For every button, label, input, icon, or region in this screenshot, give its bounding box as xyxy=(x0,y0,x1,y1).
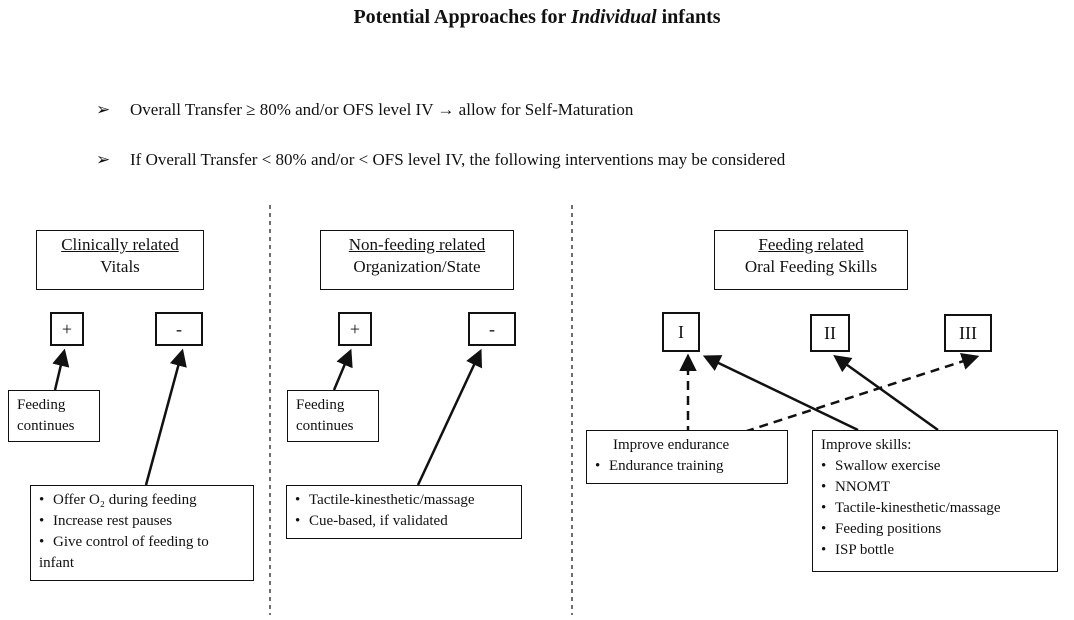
column-subheading: Organization/State xyxy=(353,257,481,276)
column-heading: Clinically related xyxy=(61,235,179,254)
list-item: Increase rest pauses xyxy=(39,511,247,532)
arrow-interventions-to-minus xyxy=(144,348,187,486)
arrow-bullet-icon: ➢ xyxy=(96,150,111,169)
arrow-feeding-continues-to-plus xyxy=(332,348,353,391)
column-heading: Non-feeding related xyxy=(348,235,486,254)
feeding-continues-box: Feeding continues xyxy=(287,390,379,442)
level-II-box: II xyxy=(810,314,850,352)
criterion-text: Overall Transfer ≥ 80% and/or OFS level … xyxy=(130,100,634,119)
arrow-interventions-to-minus xyxy=(416,348,483,486)
arrow-skills-to-level-II xyxy=(833,354,939,432)
note-line: continues xyxy=(296,418,354,434)
arrow-feeding-continues-to-plus xyxy=(52,348,70,391)
list-item: Give control of feeding to xyxy=(39,532,247,553)
minus-outcome-box: - xyxy=(468,312,516,346)
list-item: Feeding positions xyxy=(821,519,1051,540)
non-feeding-interventions-box: Tactile-kinesthetic/massage Cue-based, i… xyxy=(286,485,522,539)
level-III-box: III xyxy=(944,314,992,352)
arrow-skills-to-level-I xyxy=(702,355,859,432)
clinical-interventions-box: Offer O₂ during feeding Increase rest pa… xyxy=(30,485,254,581)
title-prefix: Potential Approaches for xyxy=(353,6,572,28)
feeding-related-header: Feeding related Oral Feeding Skills xyxy=(714,230,908,290)
box-title: Improve endurance xyxy=(613,437,730,453)
list-item: Swallow exercise xyxy=(821,456,1051,477)
improve-skills-box: Improve skills: Swallow exercise NNOMT T… xyxy=(812,430,1058,572)
level-I-box: I xyxy=(662,312,700,352)
feeding-continues-box: Feeding continues xyxy=(8,390,100,442)
title-suffix: infants xyxy=(656,6,721,28)
list-item-continuation: infant xyxy=(39,555,74,571)
column-subheading: Oral Feeding Skills xyxy=(744,257,878,276)
improve-endurance-box: Improve endurance Endurance training xyxy=(586,430,788,484)
note-line: continues xyxy=(17,418,75,434)
arrow-bullet-icon: ➢ xyxy=(96,100,111,119)
criterion-text: If Overall Transfer < 80% and/or < OFS l… xyxy=(130,150,786,169)
list-item: Tactile-kinesthetic/massage xyxy=(295,490,515,511)
list-item: Endurance training xyxy=(595,456,781,477)
non-feeding-related-header: Non-feeding related Organization/State xyxy=(320,230,514,290)
list-item: ISP bottle xyxy=(821,540,1051,561)
list-item: Offer O₂ during feeding xyxy=(39,490,247,511)
clinically-related-header: Clinically related Vitals xyxy=(36,230,204,290)
column-subheading: Vitals xyxy=(100,257,140,276)
column-heading: Feeding related xyxy=(758,235,864,254)
box-title: Improve skills: xyxy=(821,437,912,453)
note-line: Feeding xyxy=(296,397,345,413)
list-item: NNOMT xyxy=(821,477,1051,498)
list-item: Tactile-kinesthetic/massage xyxy=(821,498,1051,519)
note-line: Feeding xyxy=(17,397,66,413)
minus-outcome-box: - xyxy=(155,312,203,346)
title-emphasis: Individual xyxy=(571,6,657,28)
plus-outcome-box: + xyxy=(50,312,84,346)
criterion-interventions: ➢ If Overall Transfer < 80% and/or < OFS … xyxy=(96,150,785,170)
page-title: Potential Approaches for Individual infa… xyxy=(0,6,1074,29)
criterion-self-maturation: ➢ Overall Transfer ≥ 80% and/or OFS level… xyxy=(96,100,633,120)
list-item: Cue-based, if validated xyxy=(295,511,515,532)
plus-outcome-box: + xyxy=(338,312,372,346)
